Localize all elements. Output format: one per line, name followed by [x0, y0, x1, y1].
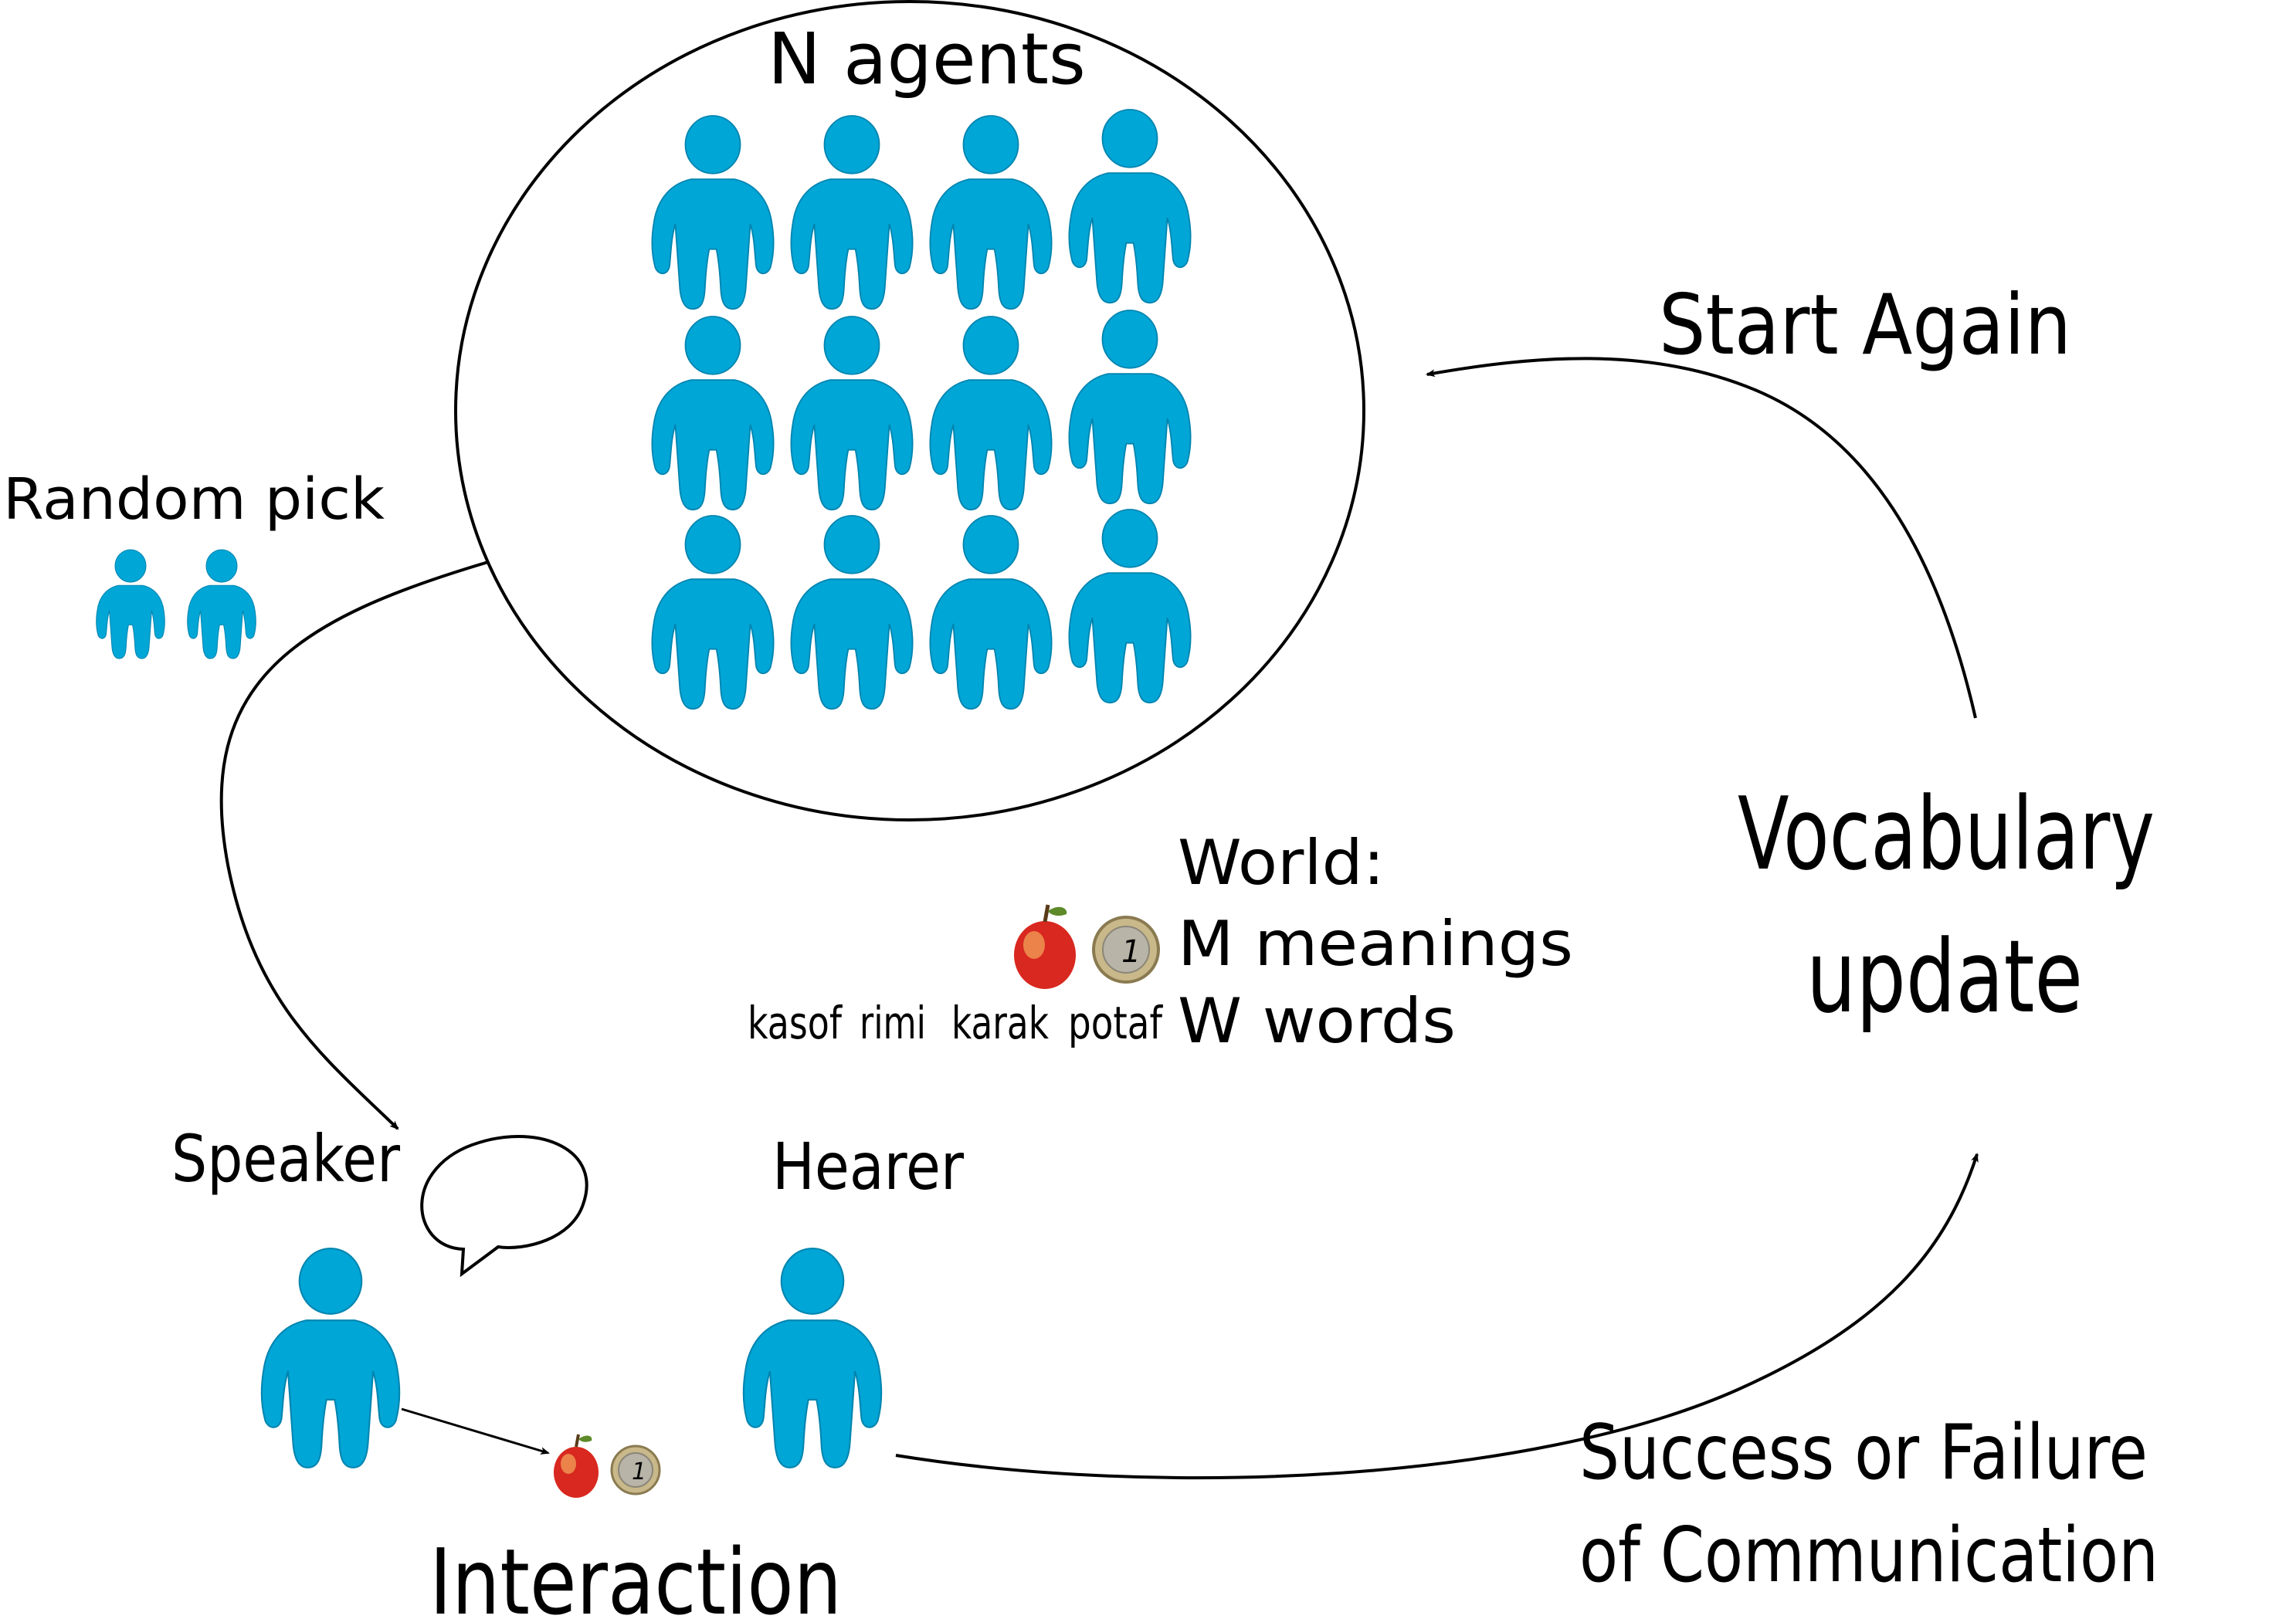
population-agent-3 — [929, 115, 1053, 310]
world-word-2: rimi — [860, 997, 926, 1049]
world-title: World: — [1178, 827, 1385, 899]
world-word-1: kasof — [748, 997, 843, 1049]
hearer-agent — [742, 1247, 883, 1469]
random-pick-agent-1 — [96, 549, 165, 659]
vocabulary-update-line2: update — [1806, 918, 2083, 1035]
interaction-coin-icon: 1 — [610, 1445, 661, 1495]
agent-population-ellipse — [454, 0, 1365, 821]
word-list: kasof rimi karak potaf — [748, 997, 1163, 1049]
interaction-apple-icon — [554, 1434, 599, 1498]
population-agent-1 — [651, 115, 775, 310]
hearer-label: Hearer — [772, 1129, 964, 1204]
speaker-label: Speaker — [171, 1121, 400, 1197]
communication-arrow — [895, 1153, 1979, 1480]
population-agent-11 — [929, 515, 1053, 710]
interaction-coin-label: 1 — [632, 1458, 646, 1485]
world-meanings: M meanings — [1178, 908, 1573, 980]
world-words: W words — [1178, 985, 1456, 1057]
population-agent-7 — [929, 316, 1053, 511]
world-coin-label: 1 — [1121, 934, 1141, 970]
population-agent-9 — [651, 515, 775, 710]
population-agent-12 — [1068, 509, 1192, 704]
speech-bubble — [420, 1135, 588, 1278]
vocabulary-update-line1: Vocabulary — [1738, 775, 2155, 892]
speaker-agent — [260, 1247, 401, 1469]
success-failure-line2: of Communication — [1579, 1512, 2159, 1600]
n-agents-title: N agents — [768, 18, 1086, 100]
population-agent-2 — [790, 115, 914, 310]
population-agent-10 — [790, 515, 914, 710]
success-failure-line1: Success or Failure — [1579, 1409, 2148, 1497]
start-again-label: Start Again — [1659, 277, 2071, 374]
speaker-points-arrow — [401, 1407, 550, 1455]
world-word-4: potaf — [1068, 997, 1163, 1049]
random-pick-arrow — [219, 561, 489, 1130]
population-agent-8 — [1068, 310, 1192, 505]
agent-grid — [651, 109, 1192, 710]
interaction-label: Interaction — [429, 1529, 842, 1615]
population-agent-4 — [1068, 109, 1192, 304]
population-agent-5 — [651, 316, 775, 511]
random-pick-agent-2 — [187, 549, 256, 659]
population-agent-6 — [790, 316, 914, 511]
random-pick-label: Random pick — [3, 466, 385, 533]
world-word-3: karak — [951, 997, 1049, 1049]
world-apple-icon — [1014, 904, 1076, 989]
random-pick-agents — [96, 549, 256, 659]
world-coin-icon: 1 — [1092, 916, 1160, 984]
start-again-arrow — [1426, 357, 1977, 719]
